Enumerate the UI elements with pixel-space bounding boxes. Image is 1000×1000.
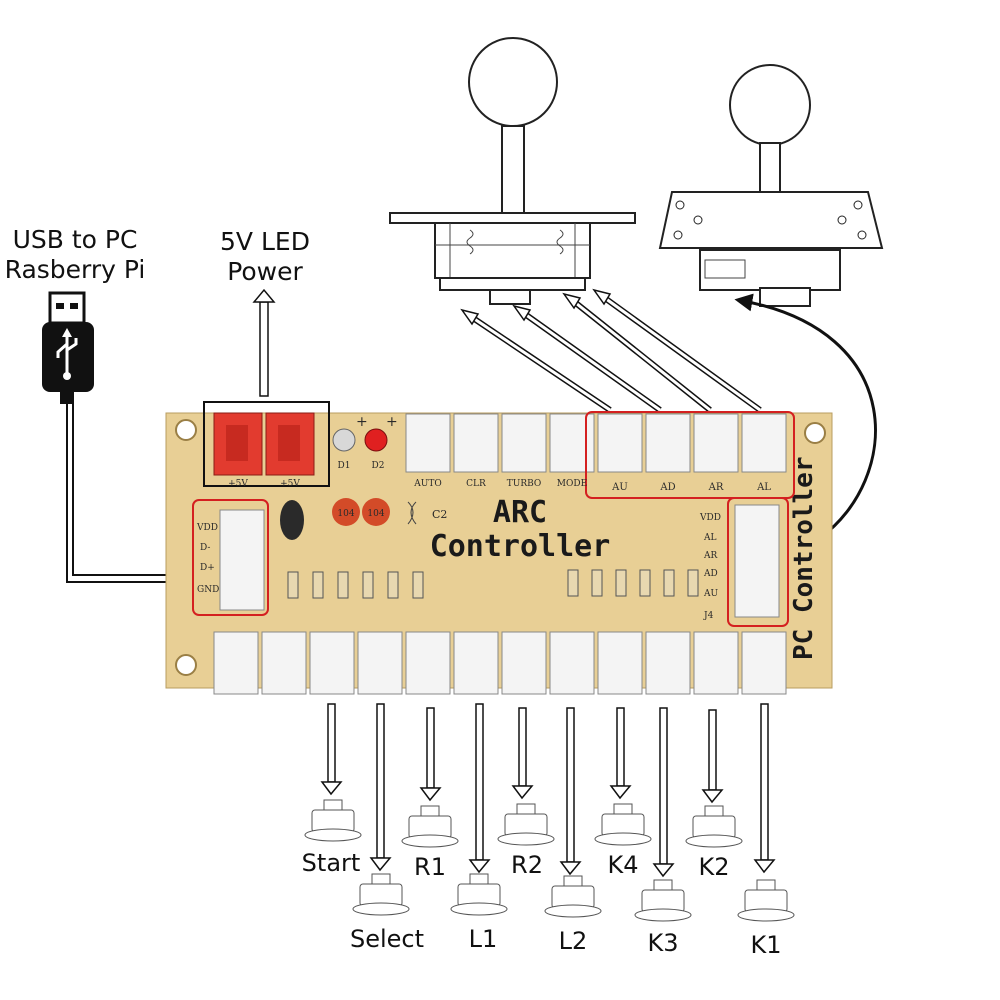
- resistors-right: [567, 569, 699, 597]
- button-l2: [544, 707, 602, 918]
- button-label-r2: R2: [511, 851, 543, 879]
- joy-pin-vdd: VDD: [699, 513, 721, 523]
- top-label-clr: CLR: [466, 479, 486, 489]
- plus-mark-1: +: [356, 414, 368, 430]
- led-pin-label-1: +5V: [228, 479, 248, 489]
- board-title-line2: Controller: [430, 529, 611, 564]
- usb-pin-dminus: D-: [200, 543, 210, 553]
- joystick-side-view: [389, 37, 636, 305]
- button-label-k2: K2: [698, 853, 729, 881]
- arcade-button-icon: [304, 799, 362, 842]
- button-label-start: Start: [302, 849, 361, 877]
- button-k4: [594, 707, 652, 846]
- joystick-connector-highlight: [727, 497, 789, 627]
- usb-label-line1: USB to PC: [13, 225, 138, 254]
- usb-cable: [66, 404, 198, 583]
- button-label-k1: K1: [750, 931, 781, 959]
- arcade-button-icon: [401, 805, 459, 848]
- usb-pin-vdd: VDD: [196, 523, 218, 533]
- button-label-l2: L2: [559, 927, 588, 955]
- arcade-button-icon: [685, 805, 743, 848]
- button-label-k3: K3: [647, 929, 678, 957]
- top-label-auto: AUTO: [413, 479, 441, 489]
- top-label-ar: AR: [708, 482, 724, 493]
- usb-label-line2: Rasberry Pi: [5, 255, 146, 284]
- joystick-header: [734, 504, 780, 618]
- cap-label: C2: [432, 508, 447, 521]
- diode-label-1: D1: [338, 461, 351, 471]
- top-label-mode: MODE: [557, 479, 587, 489]
- button-k1: [737, 703, 795, 922]
- joy-pin-au: AU: [703, 589, 718, 599]
- resistors-left: [287, 571, 424, 599]
- led-power-arrow: [252, 288, 276, 397]
- button-l1: [450, 703, 508, 916]
- plus-mark-2: +: [386, 414, 398, 430]
- joy-pin-ar: AR: [703, 551, 717, 561]
- button-r1: [401, 707, 459, 848]
- usb-pin-gnd: GND: [197, 585, 219, 595]
- button-label-k4: K4: [607, 851, 638, 879]
- button-select: [352, 703, 410, 916]
- arcade-button-icon: [352, 873, 410, 916]
- arcade-button-icon: [634, 879, 692, 922]
- button-k3: [634, 707, 692, 922]
- top-label-turbo: TURBO: [507, 479, 542, 489]
- led-pin-label-2: +5V: [280, 479, 300, 489]
- arcade-button-icon: [544, 875, 602, 918]
- board-title-line1: ARC: [493, 495, 547, 530]
- joystick-angled-view: [658, 64, 884, 307]
- led-indicators: [332, 428, 388, 452]
- led-power-box: [203, 401, 330, 487]
- cap-value-2: 104: [367, 509, 384, 519]
- top-label-ad: AD: [659, 482, 675, 493]
- arcade-button-icon: [450, 873, 508, 916]
- joystick-cable: [734, 293, 877, 540]
- button-r2: [497, 707, 555, 846]
- joy-pin-ad: AD: [703, 569, 718, 579]
- capacitors: [280, 498, 417, 540]
- button-label-select: Select: [350, 925, 424, 953]
- direction-connectors-highlight: [585, 411, 795, 499]
- bottom-connectors: [213, 631, 787, 695]
- button-label-l1: L1: [469, 925, 498, 953]
- button-k2: [685, 709, 743, 848]
- usb-plug-icon: [42, 291, 94, 404]
- diode-label-2: D2: [372, 461, 385, 471]
- button-start: [304, 703, 362, 842]
- led-label-line2: Power: [227, 257, 303, 286]
- usb-connector-highlight: [192, 499, 269, 616]
- arcade-button-icon: [497, 803, 555, 846]
- cap-value-1: 104: [337, 509, 354, 519]
- direction-arrows: [460, 288, 762, 413]
- usb-header: [219, 509, 265, 611]
- top-label-al: AL: [756, 482, 771, 493]
- led-label-line1: 5V LED: [220, 227, 310, 256]
- led-power-connectors: [213, 412, 315, 476]
- j4-label: J4: [703, 611, 714, 621]
- arcade-button-icon: [594, 803, 652, 846]
- arcade-button-icon: [737, 879, 795, 922]
- top-label-au: AU: [611, 482, 628, 493]
- joy-pin-al: AL: [703, 533, 716, 543]
- button-label-r1: R1: [414, 853, 446, 881]
- usb-pin-dplus: D+: [200, 563, 215, 573]
